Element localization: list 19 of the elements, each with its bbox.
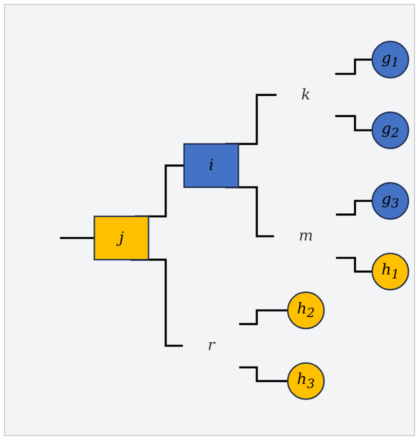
node-circle: h$_{3}$ <box>287 362 325 400</box>
connector <box>336 256 374 272</box>
node-text: r <box>208 336 215 354</box>
node-box: j <box>94 215 150 260</box>
node-circle: g$_{1}$ <box>372 40 410 78</box>
connector <box>239 309 289 325</box>
connector <box>225 186 275 237</box>
connector <box>335 114 374 131</box>
connector <box>239 366 289 382</box>
node-text: m <box>298 227 314 244</box>
node-circle: h$_{1}$ <box>372 252 410 290</box>
connector <box>336 199 374 216</box>
node-text: k <box>301 86 310 104</box>
connector <box>60 236 96 239</box>
node-circle: h$_{2}$ <box>287 291 325 329</box>
connector <box>335 58 374 74</box>
node-circle: g$_{2}$ <box>372 111 410 149</box>
node-circle: g$_{3}$ <box>372 182 410 220</box>
node-box: i <box>183 142 240 188</box>
